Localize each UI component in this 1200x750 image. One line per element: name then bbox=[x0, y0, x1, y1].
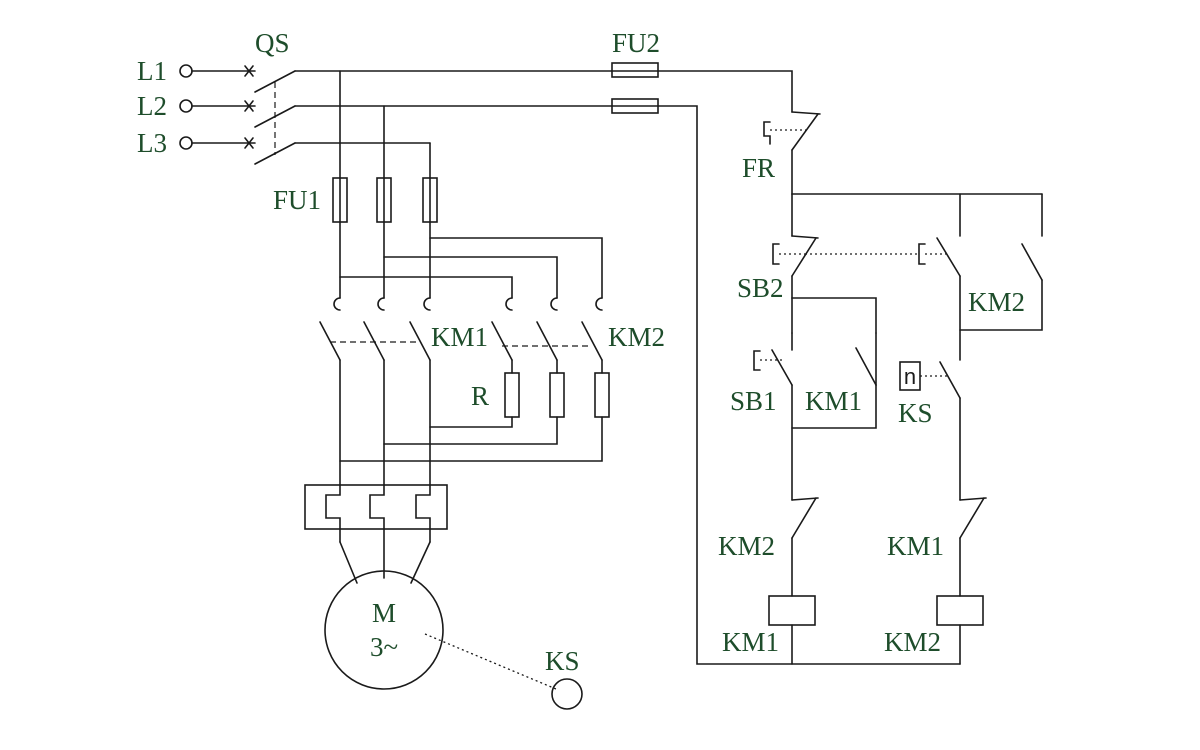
km2-coil bbox=[936, 595, 984, 665]
km1-main-contacts bbox=[319, 297, 431, 361]
motor-feed-lines bbox=[339, 359, 431, 486]
ks-speed-relay-rotor bbox=[551, 678, 583, 710]
three-phase-bus bbox=[294, 70, 613, 179]
label-km2-interlock: KM2 bbox=[718, 531, 775, 561]
label-r: R bbox=[471, 381, 489, 411]
power-circuit: M 3~ bbox=[179, 64, 613, 710]
sb1-start-button bbox=[753, 332, 793, 501]
control-rail bbox=[791, 193, 1043, 237]
fr-thermal-elements bbox=[304, 484, 448, 584]
label-fr: FR bbox=[742, 153, 775, 183]
label-l1: L1 bbox=[137, 56, 167, 86]
braking-resistors bbox=[339, 359, 610, 462]
fr-overload-contact bbox=[763, 111, 821, 195]
sb2-second-contact bbox=[805, 237, 961, 361]
label-l2: L2 bbox=[137, 91, 167, 121]
label-sb2: SB2 bbox=[737, 273, 784, 303]
supply-terminals bbox=[179, 64, 256, 150]
label-fu1: FU1 bbox=[273, 185, 321, 215]
label-km2-power: KM2 bbox=[608, 322, 665, 352]
sb2-stop-button bbox=[772, 235, 877, 334]
label-ks-ctrl: KS bbox=[898, 398, 933, 428]
ks-speed-contact: n bbox=[899, 361, 961, 501]
label-km1-aux: KM1 bbox=[805, 386, 862, 416]
motor-label-3phase: 3~ bbox=[370, 632, 398, 662]
motor-label-m: M bbox=[372, 598, 396, 628]
label-km1-power: KM1 bbox=[431, 322, 488, 352]
km2-main-contacts bbox=[491, 297, 603, 361]
label-sb1: SB1 bbox=[730, 386, 777, 416]
km2-interlock-contact bbox=[791, 497, 819, 597]
label-fu2: FU2 bbox=[612, 28, 660, 58]
ks-rotor-symbol: n bbox=[904, 364, 916, 389]
fu1-fuses bbox=[332, 177, 438, 223]
label-ks-motor: KS bbox=[545, 646, 580, 676]
label-km2-coil: KM2 bbox=[884, 627, 941, 657]
labels: L1 L2 L3 QS FU1 FU2 KM1 KM2 R KS FR SB2 … bbox=[137, 28, 1025, 676]
control-circuit: n bbox=[611, 62, 1043, 665]
qs-isolating-switch bbox=[244, 65, 296, 165]
fu2-fuses bbox=[611, 62, 961, 665]
label-l3: L3 bbox=[137, 128, 167, 158]
power-branch-wiring bbox=[339, 221, 603, 299]
label-km1-interlock: KM1 bbox=[887, 531, 944, 561]
label-qs: QS bbox=[255, 28, 290, 58]
km2-holding-contact bbox=[959, 243, 1043, 331]
motor-m: M 3~ bbox=[324, 570, 557, 690]
km1-coil bbox=[768, 595, 816, 665]
km1-holding-contact bbox=[791, 332, 877, 429]
label-km1-coil: KM1 bbox=[722, 627, 779, 657]
label-km2-aux: KM2 bbox=[968, 287, 1025, 317]
km1-interlock-contact bbox=[959, 497, 987, 597]
